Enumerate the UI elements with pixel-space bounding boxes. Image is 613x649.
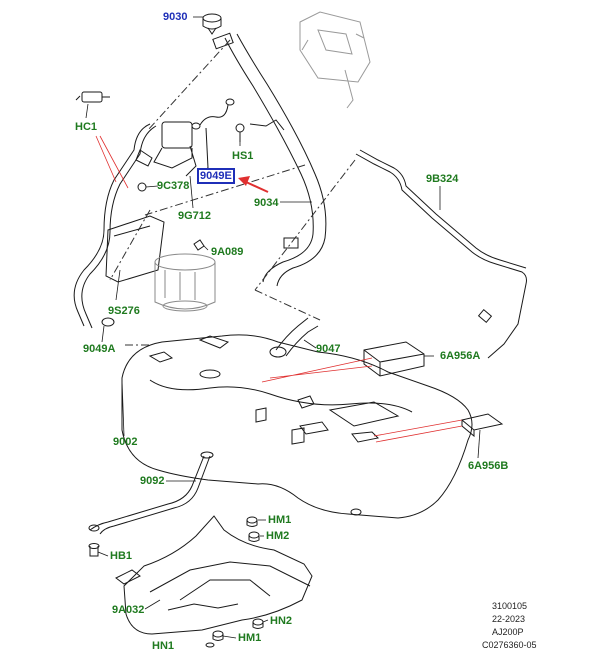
label-hm1-top: HM1 (268, 514, 292, 526)
label-hb1: HB1 (110, 550, 133, 562)
filler-hose-9047-part (269, 317, 319, 358)
label-9030: 9030 (163, 11, 188, 23)
label-9034: 9034 (254, 197, 279, 209)
label-9049e-highlighted: 9049E (197, 168, 235, 184)
label-9049a: 9049A (83, 343, 116, 355)
label-9047: 9047 (316, 343, 341, 355)
label-6a956a: 6A956A (440, 350, 481, 362)
label-9b324: 9B324 (426, 173, 459, 185)
label-9092: 9092 (140, 475, 165, 487)
footer-ref-4: C0276360-05 (482, 640, 537, 649)
connector-hc1-part (75, 91, 110, 103)
label-hc1: HC1 (75, 121, 98, 133)
pad-6a956b-part (460, 413, 504, 438)
grommet-9c378-part (137, 182, 147, 192)
fuel-tank-part (121, 334, 473, 519)
evap-canister-part (153, 98, 235, 177)
filler-cap-part (202, 13, 222, 35)
label-hn2: HN2 (270, 615, 293, 627)
label-9c378: 9C378 (157, 180, 190, 192)
nut-hn1-part (205, 642, 215, 648)
label-hm1-bottom: HM1 (238, 632, 262, 644)
nut-hn2-part (252, 618, 264, 629)
heat-shield-part (115, 515, 313, 635)
vapour-line-part (73, 123, 157, 329)
label-hn1: HN1 (152, 640, 175, 649)
label-hs1: HS1 (232, 150, 254, 162)
label-9s276: 9S276 (108, 305, 140, 317)
footer-ref-3: AJ200P (492, 627, 524, 637)
label-hm2-top: HM2 (266, 530, 290, 542)
label-6a956b: 6A956B (468, 460, 509, 472)
label-9g712: 9G712 (178, 210, 212, 222)
footer-ref-1: 3100105 (492, 601, 528, 611)
footer-ref-2: 22-2023 (492, 614, 526, 624)
nut-hm2-top-part (248, 531, 260, 542)
nut-hm1-top-part (246, 516, 258, 527)
engine-ghost (299, 11, 371, 109)
valve-9a089-part (193, 239, 205, 251)
label-9a032: 9A032 (112, 604, 145, 616)
shield-6a956a-part (363, 341, 425, 377)
label-9a089: 9A089 (211, 246, 244, 258)
bolt-hb1-part (88, 543, 100, 557)
nut-hm1-bottom-part (212, 630, 224, 641)
fuel-pump-ghost (154, 253, 216, 312)
strap-9092-part (88, 451, 214, 535)
supply-line-part (355, 149, 527, 359)
label-9002: 9002 (113, 436, 138, 448)
highlight-arrow (238, 176, 269, 193)
bracket-9s276-part (105, 215, 165, 283)
